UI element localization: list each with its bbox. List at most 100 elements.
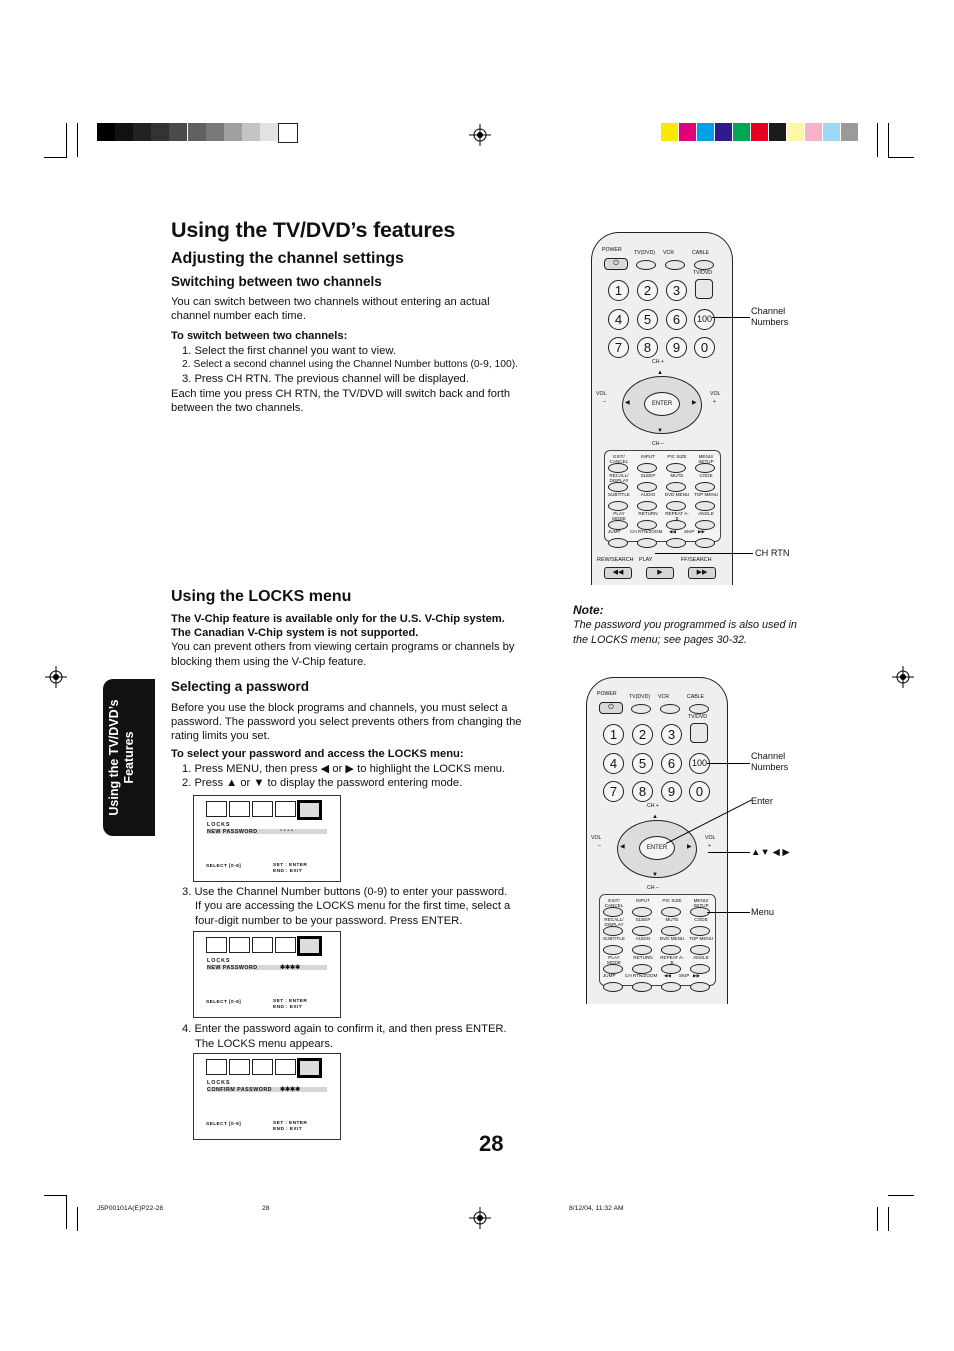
picture-menu-icon <box>206 937 227 953</box>
transport-button-rewsearch[interactable]: ◀◀ <box>604 567 632 579</box>
enter-button[interactable]: ENTER <box>639 836 675 860</box>
fn-button-repeatab[interactable] <box>661 964 681 974</box>
direction-pad[interactable] <box>622 376 702 434</box>
fn-button-input[interactable] <box>637 463 657 473</box>
power-button[interactable]: ⏻ <box>604 258 628 270</box>
fn-button-dvdmenu[interactable] <box>661 945 681 955</box>
left-arrow-icon: ◀ <box>620 844 625 850</box>
fn-button-topmenu[interactable] <box>695 501 715 511</box>
fn-button-playmode[interactable] <box>608 520 628 530</box>
row5-button-3[interactable] <box>695 538 715 548</box>
fn-button-angle[interactable] <box>690 964 710 974</box>
channel-button-6[interactable]: 6 <box>661 753 682 774</box>
mode-button-cable[interactable] <box>694 260 714 270</box>
channel-button-6[interactable]: 6 <box>666 309 687 330</box>
grayscale-swatch <box>205 123 224 141</box>
channel-button-2[interactable]: 2 <box>637 280 658 301</box>
channel-button-1[interactable]: 1 <box>603 724 624 745</box>
row5-button-3[interactable] <box>690 982 710 992</box>
mode-button-tvdvd[interactable] <box>636 260 656 270</box>
process-color-swatch <box>679 123 696 141</box>
channel-button-5[interactable]: 5 <box>637 309 658 330</box>
password-line1: Before you use the block programs and ch… <box>171 702 508 714</box>
channel-button-5[interactable]: 5 <box>632 753 653 774</box>
channel-button-3[interactable]: 3 <box>661 724 682 745</box>
channel-button-7[interactable]: 7 <box>603 781 624 802</box>
fn-button-exitcancel[interactable] <box>603 907 623 917</box>
channel-button-0[interactable]: 0 <box>694 337 715 358</box>
channel-button-8[interactable]: 8 <box>632 781 653 802</box>
channel-button-4[interactable]: 4 <box>603 753 624 774</box>
channel-button-7[interactable]: 7 <box>608 337 629 358</box>
channel-button-3[interactable]: 3 <box>666 280 687 301</box>
fn-button-repeatab[interactable] <box>666 520 686 530</box>
password-step-2: 2. Press ▲ or ▼ to display the password … <box>182 777 463 789</box>
power-button[interactable]: ⏻ <box>599 702 623 714</box>
callout-line-ch-rtn <box>655 553 753 554</box>
callout-line-arrows <box>708 852 750 853</box>
fn-button-recalldisplay[interactable] <box>603 926 623 936</box>
row5-button-2[interactable] <box>666 538 686 548</box>
fn-button-menusetup[interactable] <box>695 463 715 473</box>
fn-button-exitcancel[interactable] <box>608 463 628 473</box>
fn-button-code[interactable] <box>695 482 715 492</box>
fn-button-mute[interactable] <box>661 926 681 936</box>
grayscale-swatch <box>223 123 242 141</box>
grayscale-swatch <box>241 123 260 141</box>
fn-button-topmenu[interactable] <box>690 945 710 955</box>
fn-button-code[interactable] <box>690 926 710 936</box>
channel-button-0[interactable]: 0 <box>689 781 710 802</box>
row5-button-0[interactable] <box>603 982 623 992</box>
fn-button-picsize[interactable] <box>661 907 681 917</box>
option-menu-icon <box>275 801 296 817</box>
tvdvd-switch[interactable] <box>695 279 713 299</box>
transport-button-play[interactable]: ▶ <box>646 567 674 579</box>
fn-button-audio[interactable] <box>632 945 652 955</box>
transport-button-ffsearch[interactable]: ▶▶ <box>688 567 716 579</box>
fn-button-sleep[interactable] <box>632 926 652 936</box>
enter-button[interactable]: ENTER <box>644 392 680 416</box>
row5-button-0[interactable] <box>608 538 628 548</box>
fn-button-return[interactable] <box>637 520 657 530</box>
callout-line-menu <box>707 912 750 913</box>
channel-button-4[interactable]: 4 <box>608 309 629 330</box>
menu-title: LOCKS <box>207 822 231 828</box>
fn-button-picsize[interactable] <box>666 463 686 473</box>
right-arrow-icon: ▶ <box>692 400 697 406</box>
callout-menu: Menu <box>751 907 774 917</box>
channel-button-100[interactable]: 100 <box>694 309 715 330</box>
mode-button-tvdvd[interactable] <box>631 704 651 714</box>
mode-button-cable[interactable] <box>689 704 709 714</box>
tvdvd-switch[interactable] <box>690 723 708 743</box>
row5-button-2[interactable] <box>661 982 681 992</box>
fn-button-subtitle[interactable] <box>603 945 623 955</box>
fn-button-audio[interactable] <box>637 501 657 511</box>
password-line3: rating limits you set. <box>171 730 270 742</box>
row5-button-1[interactable] <box>632 982 652 992</box>
fn-button-subtitle[interactable] <box>608 501 628 511</box>
fn-button-recalldisplay[interactable] <box>608 482 628 492</box>
channel-button-9[interactable]: 9 <box>666 337 687 358</box>
fn-button-angle[interactable] <box>695 520 715 530</box>
process-color-swatch <box>841 123 858 141</box>
mode-button-vcr[interactable] <box>665 260 685 270</box>
mode-button-vcr[interactable] <box>660 704 680 714</box>
channel-button-2[interactable]: 2 <box>632 724 653 745</box>
fn-button-playmode[interactable] <box>603 964 623 974</box>
grayscale-swatch <box>278 123 298 143</box>
transport-label-ffsearch: FF/SEARCH <box>681 557 712 563</box>
row5-button-1[interactable] <box>637 538 657 548</box>
fn-button-mute[interactable] <box>666 482 686 492</box>
direction-pad[interactable] <box>617 820 697 878</box>
channel-button-8[interactable]: 8 <box>637 337 658 358</box>
channel-button-9[interactable]: 9 <box>661 781 682 802</box>
fn-button-dvdmenu[interactable] <box>666 501 686 511</box>
grayscale-swatch <box>169 123 188 141</box>
channel-intro-line1: You can switch between two channels with… <box>171 296 490 308</box>
channel-button-1[interactable]: 1 <box>608 280 629 301</box>
fn-button-return[interactable] <box>632 964 652 974</box>
fn-button-input[interactable] <box>632 907 652 917</box>
fn-button-sleep[interactable] <box>637 482 657 492</box>
grayscale-swatch <box>133 123 152 141</box>
